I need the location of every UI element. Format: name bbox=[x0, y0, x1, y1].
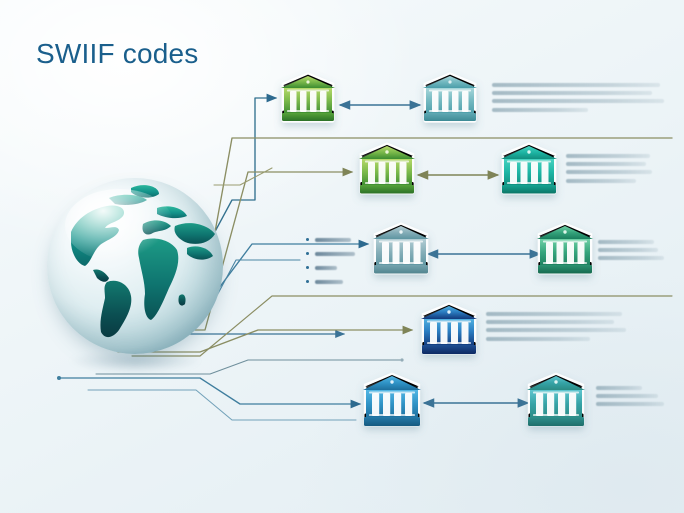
globe-shadow bbox=[68, 350, 202, 372]
world-globe bbox=[47, 178, 223, 372]
list-item[interactable] bbox=[306, 262, 355, 273]
bullet-dot bbox=[306, 251, 310, 256]
text-row-2 bbox=[566, 154, 666, 187]
list-item[interactable] bbox=[306, 276, 355, 287]
bank-teal-1-fill bbox=[423, 76, 477, 121]
text-row-3 bbox=[598, 240, 672, 265]
bank-blue-1-fill bbox=[421, 306, 477, 354]
text-row-5 bbox=[596, 386, 672, 411]
feature-bullet-list bbox=[306, 234, 356, 290]
list-item[interactable] bbox=[306, 234, 355, 245]
text-row-4 bbox=[486, 312, 636, 345]
bank-blue-2-fill bbox=[363, 376, 421, 426]
text-row-1 bbox=[492, 83, 672, 116]
bullet-dot bbox=[306, 265, 310, 270]
trace-node-dot bbox=[400, 358, 404, 362]
bank-green-2-fill bbox=[359, 146, 415, 194]
list-item[interactable] bbox=[306, 248, 356, 259]
bank-green-3-fill bbox=[537, 226, 593, 274]
bank-green-1-fill bbox=[281, 76, 335, 121]
trace-node-dot bbox=[57, 376, 61, 380]
bank-bluegreen-1-fill bbox=[527, 376, 585, 426]
bank-teal-2-fill bbox=[501, 146, 557, 194]
bank-slate-1-fill bbox=[373, 226, 429, 274]
page-title: SWIIF codes bbox=[36, 38, 199, 69]
bullet-dot bbox=[306, 237, 310, 242]
bullet-dot bbox=[306, 279, 310, 284]
